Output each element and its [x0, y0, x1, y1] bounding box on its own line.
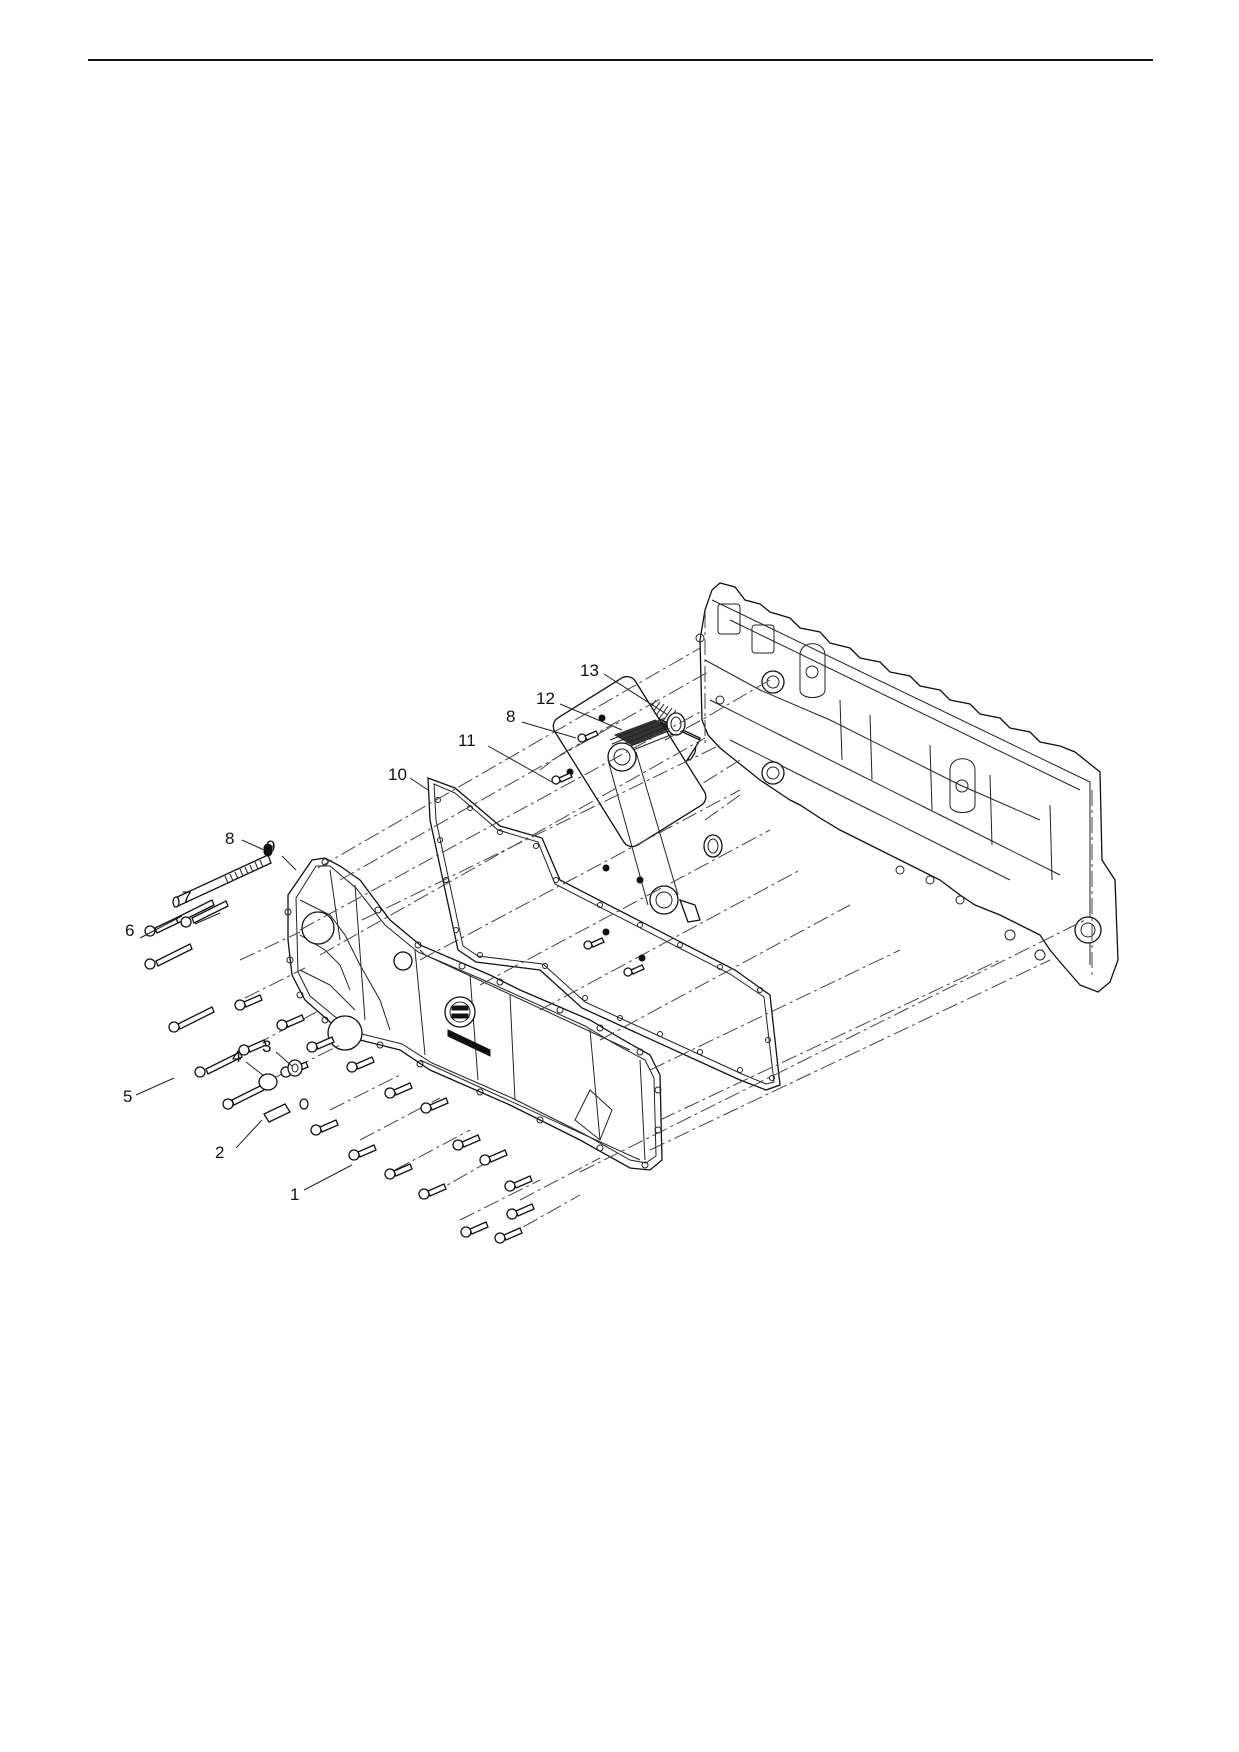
header-rule: [88, 59, 1153, 61]
stud: [172, 843, 273, 908]
callout-9: 9: [266, 837, 275, 856]
callout-10: 10: [388, 765, 407, 784]
o-rings: [666, 712, 723, 858]
gasket: [427, 777, 781, 1091]
engine-block: [695, 582, 1119, 993]
side-cover: [284, 857, 663, 1171]
small-parts: [258, 714, 646, 1123]
long-bolts: [144, 899, 265, 1110]
leader-lines: [135, 673, 669, 1191]
callout-12: 12: [536, 689, 555, 708]
callout-labels: 1 2 3 4 5 6 7 8 9 10 11 8 12 13: [123, 661, 599, 1204]
callout-6: 6: [125, 921, 134, 940]
callout-8-right: 8: [506, 707, 515, 726]
small-bolts: [234, 994, 535, 1244]
callout-13: 13: [580, 661, 599, 680]
callout-11: 11: [458, 731, 476, 750]
callout-1: 1: [290, 1185, 299, 1204]
logo-emblem: [444, 996, 491, 1057]
callout-2: 2: [215, 1143, 224, 1162]
callout-3: 3: [262, 1037, 271, 1056]
callout-5: 5: [123, 1087, 132, 1106]
callout-8-left: 8: [225, 829, 234, 848]
callout-4: 4: [232, 1047, 241, 1066]
callout-7: 7: [182, 888, 191, 907]
